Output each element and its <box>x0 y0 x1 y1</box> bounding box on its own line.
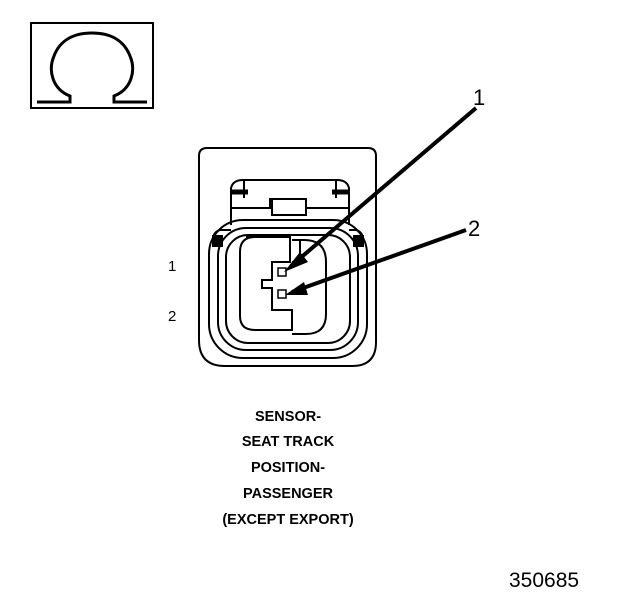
ohm-omega-icon <box>37 31 147 104</box>
connector-seal-outer <box>208 219 368 359</box>
connector-latch <box>230 179 350 225</box>
caption-line-4: PASSENGER <box>243 486 334 502</box>
pin-1-label: 1 <box>168 258 176 275</box>
pin-1-terminal <box>277 267 287 277</box>
connector-caption: SENSOR- SEAT TRACK POSITION- PASSENGER (… <box>222 409 353 528</box>
figure-number: 350685 <box>509 569 579 592</box>
connector-outer-housing <box>198 147 377 367</box>
callout-1-label: 1 <box>473 85 485 110</box>
caption-line-1: SENSOR- <box>255 409 321 425</box>
connector-key-right <box>292 239 327 335</box>
ohm-symbol-frame <box>30 22 154 109</box>
connector-latch-window <box>271 198 307 216</box>
connector-cavity <box>239 236 293 331</box>
pin-2-label: 2 <box>168 308 176 325</box>
callout-2-label: 2 <box>468 216 480 241</box>
caption-line-5: (EXCEPT EXPORT) <box>222 512 353 528</box>
callout-2-arrowhead <box>285 282 308 295</box>
connector-latch-ridge <box>232 198 348 209</box>
connector-latch-inner <box>243 181 337 198</box>
connector-seal-inner <box>225 234 351 344</box>
caption-line-2: SEAT TRACK <box>242 434 335 450</box>
two-pin-connector-face-icon <box>198 147 377 367</box>
connector-seal-middle <box>217 227 359 351</box>
callout-2-leader <box>291 228 467 294</box>
caption-line-3: POSITION- <box>251 460 325 476</box>
pin-2-terminal <box>277 289 287 299</box>
ohm-symbol <box>30 22 154 109</box>
callout-leaders <box>284 106 478 295</box>
callout-1-arrowhead <box>284 252 308 272</box>
callout-1-leader <box>289 106 478 268</box>
